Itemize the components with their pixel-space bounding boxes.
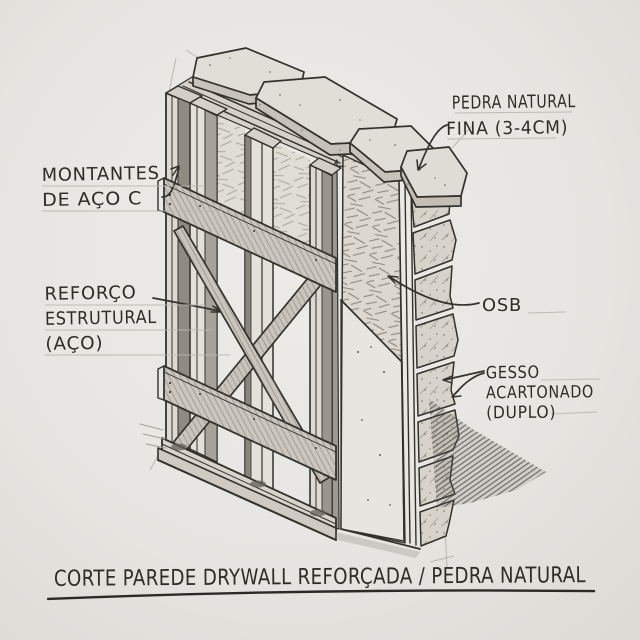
label-pedra-line1: PEDRA NATURAL [452,91,576,114]
title-block: CORTE PAREDE DRYWALL REFORÇADA / PEDRA N… [46,563,596,601]
annotations: MONTANTES DE AÇO C REFORÇO ESTRUTURAL (A… [42,91,595,423]
title-underline [46,589,596,601]
label-gesso-line2: ACARTONADO [486,382,594,403]
osb-panel [331,154,421,550]
base-hatch-marks [139,423,167,449]
label-montantes-line2: DE AÇO C [42,188,142,211]
label-reforco: REFORÇO ESTRUTURAL (AÇO) [44,282,157,355]
bottom-track [139,423,337,541]
cast-shadow [336,399,546,558]
horizontal-rails [157,177,337,481]
label-gesso-line3: (DUPLO) [486,403,556,424]
label-osb-line1: OSB [482,295,522,316]
rail-screws [168,381,317,449]
stone-speckles [209,57,446,186]
leader-reforco [152,297,222,313]
top-stones [192,47,468,208]
label-pedra-natural: PEDRA NATURAL FINA (3-4CM) [446,91,576,140]
label-montantes-line1: MONTANTES [42,163,160,186]
stud-foot-shadows [171,443,326,517]
leader-montantes [161,165,180,198]
label-osb: OSB [482,295,522,316]
leader-lines [152,124,485,398]
leader-osb [387,275,480,306]
page-title: CORTE PAREDE DRYWALL REFORÇADA / PEDRA N… [54,563,586,592]
lower-rail [157,365,337,481]
screw-dots [357,346,391,506]
leader-pedra [416,124,448,171]
label-guide-lines [42,111,601,415]
label-gesso: GESSO ACARTONADO (DUPLO) [486,363,594,424]
label-reforco-line3: (AÇO) [45,333,103,355]
label-reforco-line1: REFORÇO [44,282,136,305]
stone-block [415,313,459,369]
upper-rail [157,177,337,293]
label-reforco-line2: ESTRUTURAL [45,307,157,330]
stone-block [412,219,457,275]
stone-block [414,265,454,321]
gesso-layer-edges [398,180,417,546]
leader-gesso [442,370,485,398]
label-pedra-line2: FINA (3-4CM) [446,117,568,140]
label-gesso-line1: GESSO [486,363,540,384]
label-montantes: MONTANTES DE AÇO C [42,163,160,211]
